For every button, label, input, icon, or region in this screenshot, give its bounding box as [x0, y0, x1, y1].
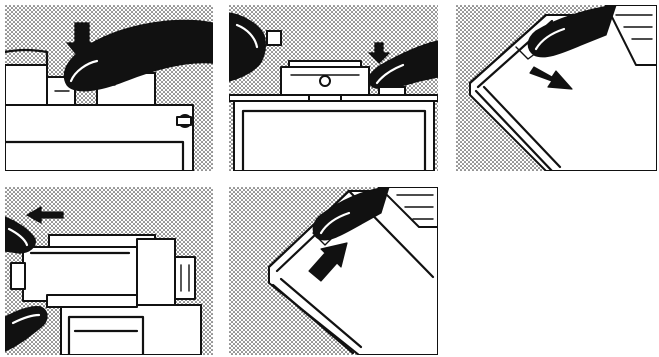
instruction-panel-5 [229, 187, 438, 355]
panel-3-illustration [456, 5, 657, 171]
panel-4-illustration [5, 187, 213, 355]
panel-1-illustration [5, 5, 213, 171]
panel-5-illustration [229, 187, 438, 355]
instruction-panel-4 [5, 187, 213, 355]
panel-2-illustration [229, 5, 438, 171]
instruction-panel-1 [5, 5, 213, 171]
instruction-panel-2 [229, 5, 438, 171]
instruction-panel-3 [456, 5, 657, 171]
